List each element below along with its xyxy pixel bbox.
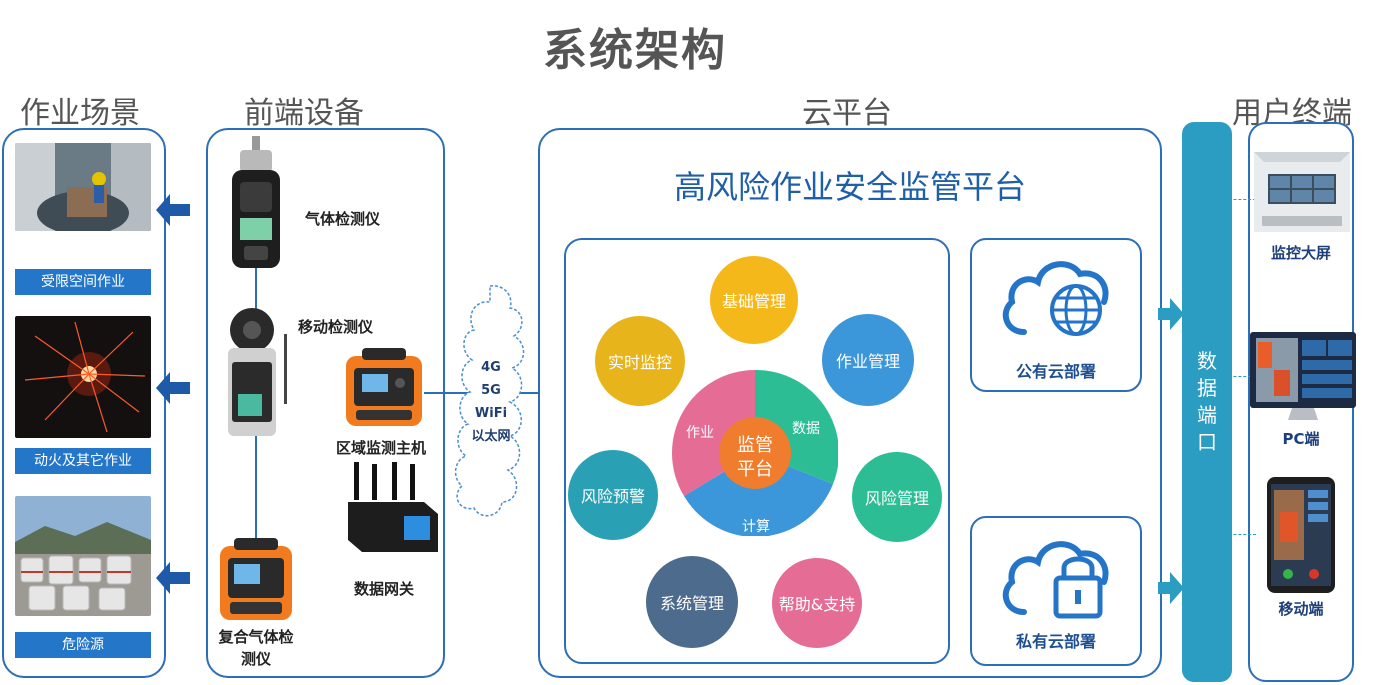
page-title: 系统架构 <box>543 25 727 76</box>
platform-title: 高风险作业安全监管平台 <box>673 168 1026 206</box>
scene-label: 动火及其它作业 <box>15 448 151 474</box>
private-cloud-lock-icon <box>1002 541 1109 619</box>
terminal-connector <box>1214 199 1256 200</box>
arrow-right-icon <box>1158 298 1184 330</box>
module-work-management: 作业管理 <box>822 314 914 406</box>
monitor-wall-icon <box>1254 152 1350 232</box>
platform-core-pie <box>672 370 838 536</box>
arrow-left-icon <box>156 372 190 404</box>
scene-label: 危险源 <box>15 632 151 658</box>
core-center-label: 监管 平台 <box>737 435 773 480</box>
section-title-devices: 前端设备 <box>244 96 364 131</box>
network-item-ethernet: 以太网 <box>471 429 511 444</box>
scene-image-confined-space <box>15 143 151 231</box>
device-label-data-gateway: 数据网关 <box>354 580 415 598</box>
mobile-phone-icon <box>1267 477 1335 593</box>
pc-icon <box>1250 332 1356 420</box>
section-title-cloud: 云平台 <box>802 96 892 131</box>
mobile-detector-icon <box>228 308 287 436</box>
network-item-4g: 4G <box>481 360 501 375</box>
network-list: 4G 5G WiFi 以太网 <box>455 356 527 448</box>
device-label-composite-detector: 复合气体检 测仪 <box>218 628 294 668</box>
module-system-management: 系统管理 <box>646 556 738 648</box>
core-data-label: 数据 <box>792 421 820 437</box>
gas-detector-icon <box>232 136 280 268</box>
terminal-connector <box>1214 534 1256 535</box>
area-host-icon <box>346 348 422 426</box>
module-risk-management: 风险管理 <box>852 452 942 542</box>
section-title-scenes: 作业场景 <box>20 96 140 131</box>
arrow-left-icon <box>156 194 190 226</box>
data-gateway-icon <box>348 462 438 552</box>
data-port-bar <box>1182 122 1232 682</box>
module-risk-warning: 风险预警 <box>568 450 658 540</box>
network-item-wifi: WiFi <box>474 406 508 421</box>
composite-detector-icon <box>220 538 292 620</box>
terminal-label: PC端 <box>1282 430 1320 448</box>
core-compute-label: 计算 <box>742 519 770 535</box>
module-base-management: 基础管理 <box>710 256 798 344</box>
device-label-gas-detector: 气体检测仪 <box>305 210 381 228</box>
terminal-label: 监控大屏 <box>1270 244 1331 262</box>
device-label-area-host: 区域监测主机 <box>336 439 427 457</box>
arrow-left-icon <box>156 562 190 594</box>
terminal-label: 移动端 <box>1278 600 1324 618</box>
public-cloud-label: 公有云部署 <box>1015 362 1096 381</box>
module-realtime-monitoring: 实时监控 <box>595 316 685 406</box>
scene-image-hot-work <box>15 316 151 438</box>
data-port-label: 数据端口 <box>1197 349 1217 454</box>
network-cloud-icon <box>454 285 525 517</box>
network-item-5g: 5G <box>481 383 501 398</box>
public-cloud-icon <box>1002 261 1109 336</box>
core-work-label: 作业 <box>686 425 714 441</box>
scene-label: 受限空间作业 <box>15 269 151 295</box>
arrow-right-icon <box>1158 572 1184 604</box>
scene-image-hazard-source <box>15 496 151 616</box>
module-help-support: 帮助&支持 <box>772 558 862 648</box>
device-label-mobile-detector: 移动检测仪 <box>298 318 374 336</box>
private-cloud-label: 私有云部署 <box>1015 632 1096 651</box>
terminal-connector <box>1214 376 1256 377</box>
